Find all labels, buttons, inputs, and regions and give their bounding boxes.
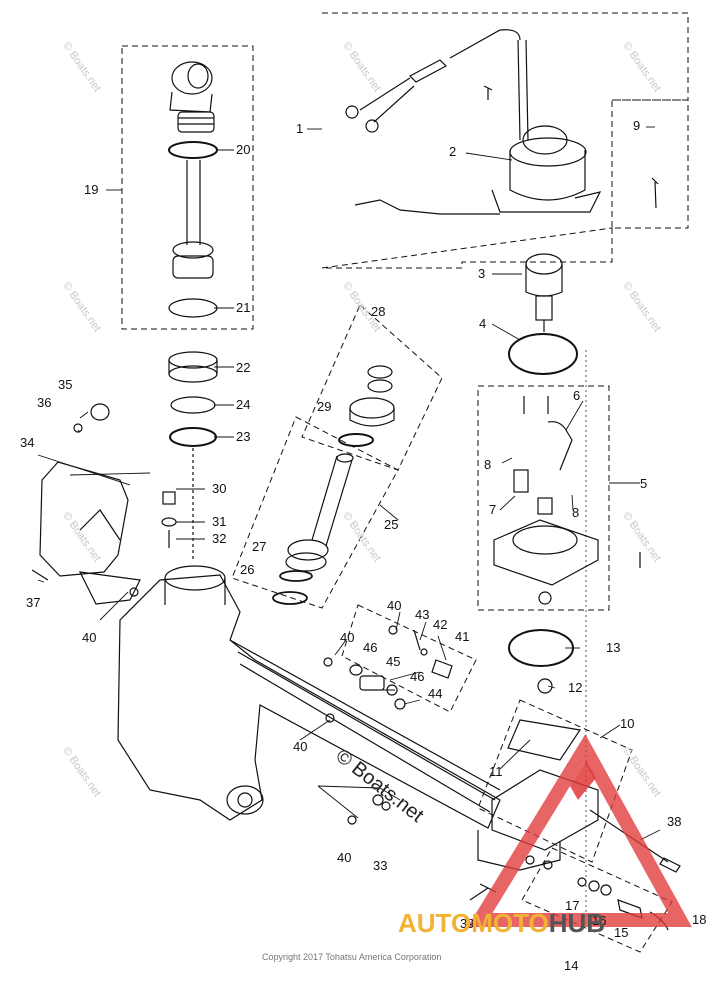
box-14 — [521, 847, 673, 953]
callout-37: 37 — [26, 595, 41, 610]
box-1 — [321, 12, 689, 269]
callout-19: 19 — [84, 182, 99, 197]
group-boxes — [121, 12, 689, 953]
logo-triangle-mark — [467, 734, 692, 927]
callout-32: 32 — [212, 531, 227, 546]
armature — [525, 253, 563, 332]
tilt-cylinder — [168, 61, 218, 560]
box-5 — [477, 385, 610, 611]
valve-parts — [161, 491, 177, 548]
callout-33: 33 — [373, 858, 388, 873]
logo-triangle-accent — [570, 760, 596, 800]
callout-14: 14 — [564, 958, 579, 973]
o-rings — [168, 141, 578, 667]
callout-13: 13 — [606, 640, 621, 655]
callout-34: 34 — [20, 435, 35, 450]
leader-lines — [37, 126, 661, 841]
end-cap — [493, 396, 599, 605]
trim-parts — [272, 365, 395, 605]
logo-text-part2: HUB — [548, 908, 606, 938]
callout-10: 10 — [620, 716, 635, 731]
callout-38: 38 — [667, 814, 682, 829]
callout-45: 45 — [386, 654, 401, 669]
callout-44: 44 — [428, 686, 443, 701]
motor — [345, 29, 602, 215]
callout-40e: 40 — [337, 850, 352, 865]
callout-35: 35 — [58, 377, 73, 392]
callout-12: 12 — [568, 680, 583, 695]
cover — [31, 403, 141, 605]
small-rings — [129, 177, 659, 825]
callout-36: 36 — [37, 395, 52, 410]
box-41 — [341, 604, 477, 713]
callout-11: 11 — [489, 764, 503, 779]
automotohub-logo: AUTOMOTOHUB — [398, 908, 605, 939]
callout-22: 22 — [236, 360, 251, 375]
callout-18: 18 — [692, 912, 707, 927]
callout-46b: 46 — [410, 669, 425, 684]
callout-15: 15 — [614, 925, 629, 940]
callout-3: 3 — [478, 266, 486, 281]
callout-40b: 40 — [387, 598, 402, 613]
callout-46a: 46 — [363, 640, 378, 655]
logo-text-part1: AUTOMOTO — [398, 908, 549, 938]
callout-21: 21 — [236, 300, 251, 315]
callout-26: 26 — [240, 562, 255, 577]
callout-16: 16 — [592, 913, 607, 928]
callout-20: 20 — [236, 142, 251, 157]
callout-4: 4 — [479, 316, 487, 331]
box-10 — [477, 699, 633, 863]
callout-2: 2 — [449, 144, 457, 159]
callout-8b: 8 — [572, 505, 580, 520]
callout-27: 27 — [252, 539, 267, 554]
callout-28: 28 — [371, 304, 386, 319]
callout-43: 43 — [415, 607, 430, 622]
callout-41: 41 — [455, 629, 470, 644]
callout-31: 31 — [212, 514, 227, 529]
callout-30: 30 — [212, 481, 227, 496]
housing — [117, 565, 501, 829]
callout-25: 25 — [384, 517, 399, 532]
pump — [469, 350, 681, 920]
callout-5: 5 — [640, 476, 648, 491]
callout-40c: 40 — [340, 630, 355, 645]
callout-9: 9 — [633, 118, 641, 133]
callout-8a: 8 — [484, 457, 492, 472]
callout-29: 29 — [317, 399, 332, 414]
callout-42: 42 — [433, 617, 448, 632]
copyright-text: Copyright 2017 Tohatsu America Corporati… — [262, 952, 442, 962]
callout-7: 7 — [489, 502, 497, 517]
callout-40a: 40 — [82, 630, 97, 645]
callout-6: 6 — [573, 388, 581, 403]
callout-23: 23 — [236, 429, 251, 444]
callout-1: 1 — [296, 121, 304, 136]
callout-17: 17 — [565, 898, 580, 913]
callout-24: 24 — [236, 397, 251, 412]
callout-39: 39 — [460, 916, 475, 931]
box-19 — [121, 45, 254, 330]
box-25 — [231, 416, 399, 609]
callout-40d: 40 — [293, 739, 308, 754]
